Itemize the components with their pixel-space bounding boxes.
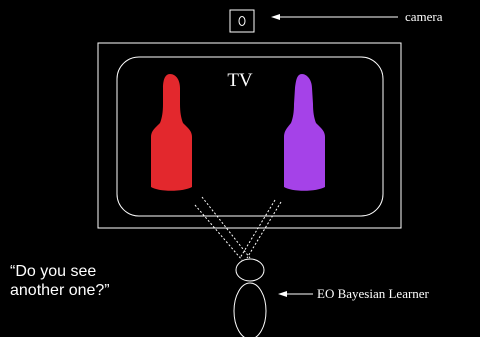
camera-body (229, 9, 255, 33)
camera-arrow-head (271, 14, 280, 20)
camera-arrow (271, 14, 398, 20)
gaze-line-left-inner (194, 204, 243, 261)
bottle-left (151, 74, 192, 191)
tv-screen (116, 56, 384, 217)
gaze-line-left-outer (201, 196, 251, 259)
gaze-line-right-outer (246, 201, 282, 259)
person-head (235, 258, 265, 282)
learner-arrow (278, 291, 313, 297)
tv-label: TV (227, 70, 253, 91)
tv (97, 42, 402, 229)
learner-arrow-head (278, 291, 287, 297)
gaze-lines (194, 196, 282, 261)
person-figure (233, 258, 267, 337)
person-body (233, 282, 267, 337)
bottle-right (284, 74, 325, 191)
camera-icon (229, 9, 255, 33)
tv-outer-frame (97, 42, 402, 229)
speech-line-1: “Do you see (10, 263, 96, 280)
gaze-line-right-inner (239, 199, 276, 259)
speech-line-2: another one?” (10, 282, 110, 299)
camera-lens (238, 16, 246, 26)
learner-label: EO Bayesian Learner (317, 286, 430, 301)
camera-label: camera (405, 9, 443, 24)
